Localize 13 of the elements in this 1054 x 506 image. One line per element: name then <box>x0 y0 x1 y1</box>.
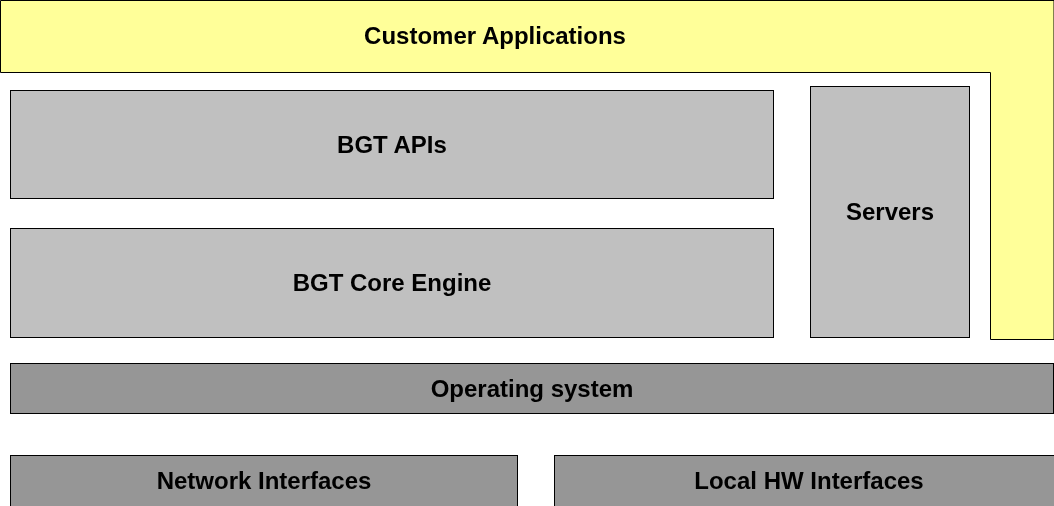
layer-box <box>554 455 1054 506</box>
layer-box <box>10 363 1054 414</box>
box-label: BGT Core Engine <box>292 268 492 298</box>
band-title: Customer Applications <box>364 21 626 51</box>
layer-box <box>10 90 774 199</box>
layer-box <box>10 455 518 506</box>
box-label: BGT APIs <box>337 129 447 160</box>
box-label: Operating system <box>430 373 634 404</box>
box-label: Network Interfaces <box>156 466 372 496</box>
box-label: Local HW Interfaces <box>694 466 924 496</box>
layer-box <box>10 228 774 338</box>
box-label: Servers <box>845 197 935 227</box>
layer-box <box>810 86 970 338</box>
